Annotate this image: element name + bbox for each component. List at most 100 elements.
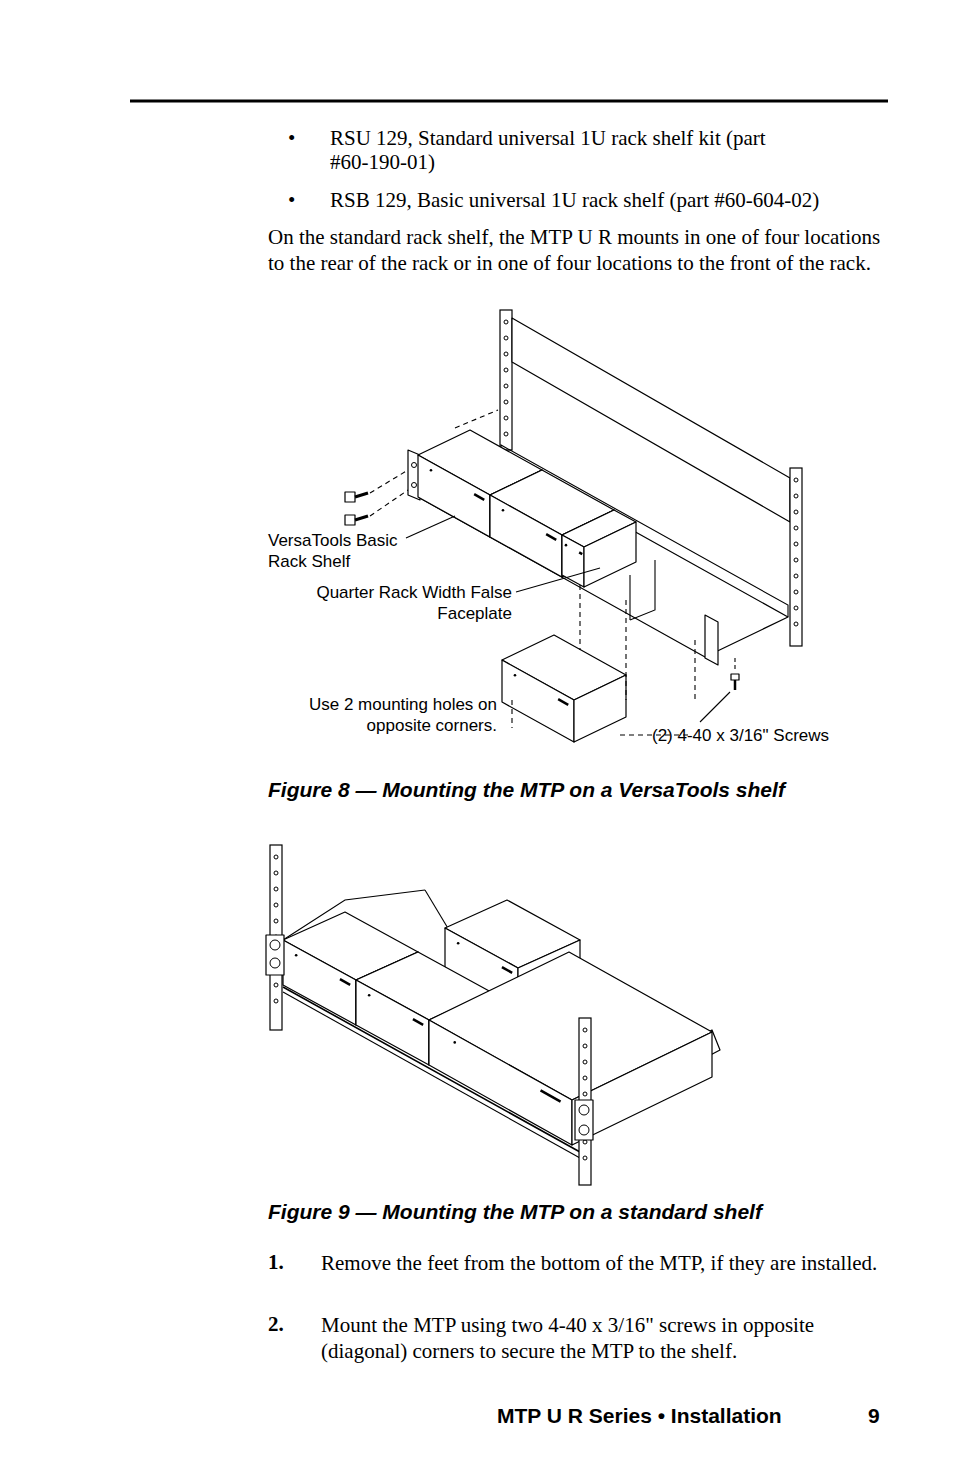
rail-hole (794, 622, 798, 626)
list-item: RSU 129, Standard universal 1U rack shel… (330, 126, 790, 174)
screw (355, 516, 368, 520)
rail-hole (583, 1060, 587, 1064)
leader-line (700, 692, 730, 722)
ear-screw (579, 1105, 589, 1115)
screw (734, 680, 737, 690)
large-unit (572, 1032, 712, 1145)
ear-screw (270, 940, 280, 950)
rail-hole (794, 606, 798, 610)
logo-dot (565, 544, 568, 547)
mtp-unit (502, 660, 574, 742)
rail-hole (794, 542, 798, 546)
false-faceplate (584, 522, 636, 587)
large-unit (429, 1020, 572, 1145)
logo-mark (558, 699, 568, 705)
step-number: 1. (268, 1250, 308, 1274)
rail-hole (794, 494, 798, 498)
bullet: • (288, 188, 308, 212)
rail-hole (504, 384, 508, 388)
logo-mark (541, 1090, 561, 1101)
rail-hole (794, 590, 798, 594)
logo-dot (453, 1041, 456, 1044)
mount-path (579, 585, 580, 650)
callout-label: (2) 4-40 x 3/16" Screws (652, 724, 852, 748)
ear-screw (579, 1125, 589, 1135)
shelf-side (425, 890, 449, 930)
rail-hole (504, 320, 508, 324)
page-footer: MTP U R Series • Installation (497, 1404, 857, 1428)
rail-hole (583, 1156, 587, 1160)
leader-line (516, 568, 600, 592)
rail-hole (504, 432, 508, 436)
slot-edge (629, 575, 630, 620)
rail-hole (274, 999, 278, 1003)
shelf-ear (266, 935, 284, 975)
logo-mark (340, 979, 350, 985)
logo-dot (295, 954, 298, 957)
callout-label: VersaTools Basic Rack Shelf (268, 530, 418, 572)
rail-hole (274, 871, 278, 875)
figure-caption: Figure 9 — Mounting the MTP on a standar… (268, 1200, 918, 1224)
leader-line (406, 516, 455, 538)
mount-path (694, 640, 695, 700)
screw-path (734, 658, 735, 672)
ear-hole (412, 483, 417, 488)
rail-hole (794, 574, 798, 578)
rear-rail (500, 310, 512, 450)
rail-hole (504, 368, 508, 372)
rail-hole (504, 352, 508, 356)
screw (345, 492, 355, 502)
logo-dot (430, 469, 433, 472)
mount-path (625, 600, 626, 700)
screw (731, 674, 739, 680)
screw-path (370, 470, 408, 493)
ear-screw (270, 958, 280, 968)
rail-hole (274, 887, 278, 891)
bullet: • (288, 126, 308, 150)
ear-hole (412, 463, 417, 468)
logo-dot (368, 994, 371, 997)
top-rule (130, 100, 888, 103)
mtp-unit (356, 980, 429, 1065)
logo-dot (457, 942, 460, 945)
logo-dot (514, 674, 517, 677)
list-item: RSB 129, Basic universal 1U rack shelf (… (330, 188, 920, 212)
screw (355, 493, 368, 497)
mtp-unit (418, 455, 490, 537)
mtp-unit (574, 675, 626, 742)
rail-hole (504, 416, 508, 420)
figure-caption: Figure 8 — Mounting the MTP on a VersaTo… (268, 778, 918, 802)
shelf-ear (705, 615, 718, 665)
rail-hole (794, 478, 798, 482)
page-number: 9 (868, 1404, 898, 1428)
rail-hole (274, 919, 278, 923)
logo-dot (502, 509, 505, 512)
callout-label: Quarter Rack Width False Faceplate (287, 582, 512, 624)
rail-hole (794, 510, 798, 514)
mtp-unit (283, 940, 356, 1025)
rail-hole (504, 336, 508, 340)
rail-hole (504, 400, 508, 404)
rail-hole (274, 903, 278, 907)
rail-hole (583, 1092, 587, 1096)
screw (345, 515, 355, 525)
logo-mark (546, 534, 556, 540)
mount-bracket (511, 700, 512, 728)
logo-mark (474, 494, 484, 500)
step-number: 2. (268, 1312, 308, 1336)
logo-mark (579, 552, 582, 554)
logo-mark (413, 1019, 423, 1025)
mtp-unit (490, 495, 562, 577)
rail-hole (794, 526, 798, 530)
shelf-ear (575, 1100, 593, 1140)
step-text: Mount the MTP using two 4-40 x 3/16" scr… (321, 1312, 886, 1364)
false-faceplate (562, 535, 584, 587)
rail-hole (274, 855, 278, 859)
rail-hole (274, 983, 278, 987)
rail-hole (583, 1044, 587, 1048)
step-text: Remove the feet from the bottom of the M… (321, 1250, 886, 1276)
logo-mark (502, 967, 512, 973)
body-paragraph: On the standard rack shelf, the MTP U R … (268, 224, 893, 276)
slot-edge (630, 560, 655, 620)
callout-label: Use 2 mounting holes on opposite corners… (280, 694, 497, 736)
